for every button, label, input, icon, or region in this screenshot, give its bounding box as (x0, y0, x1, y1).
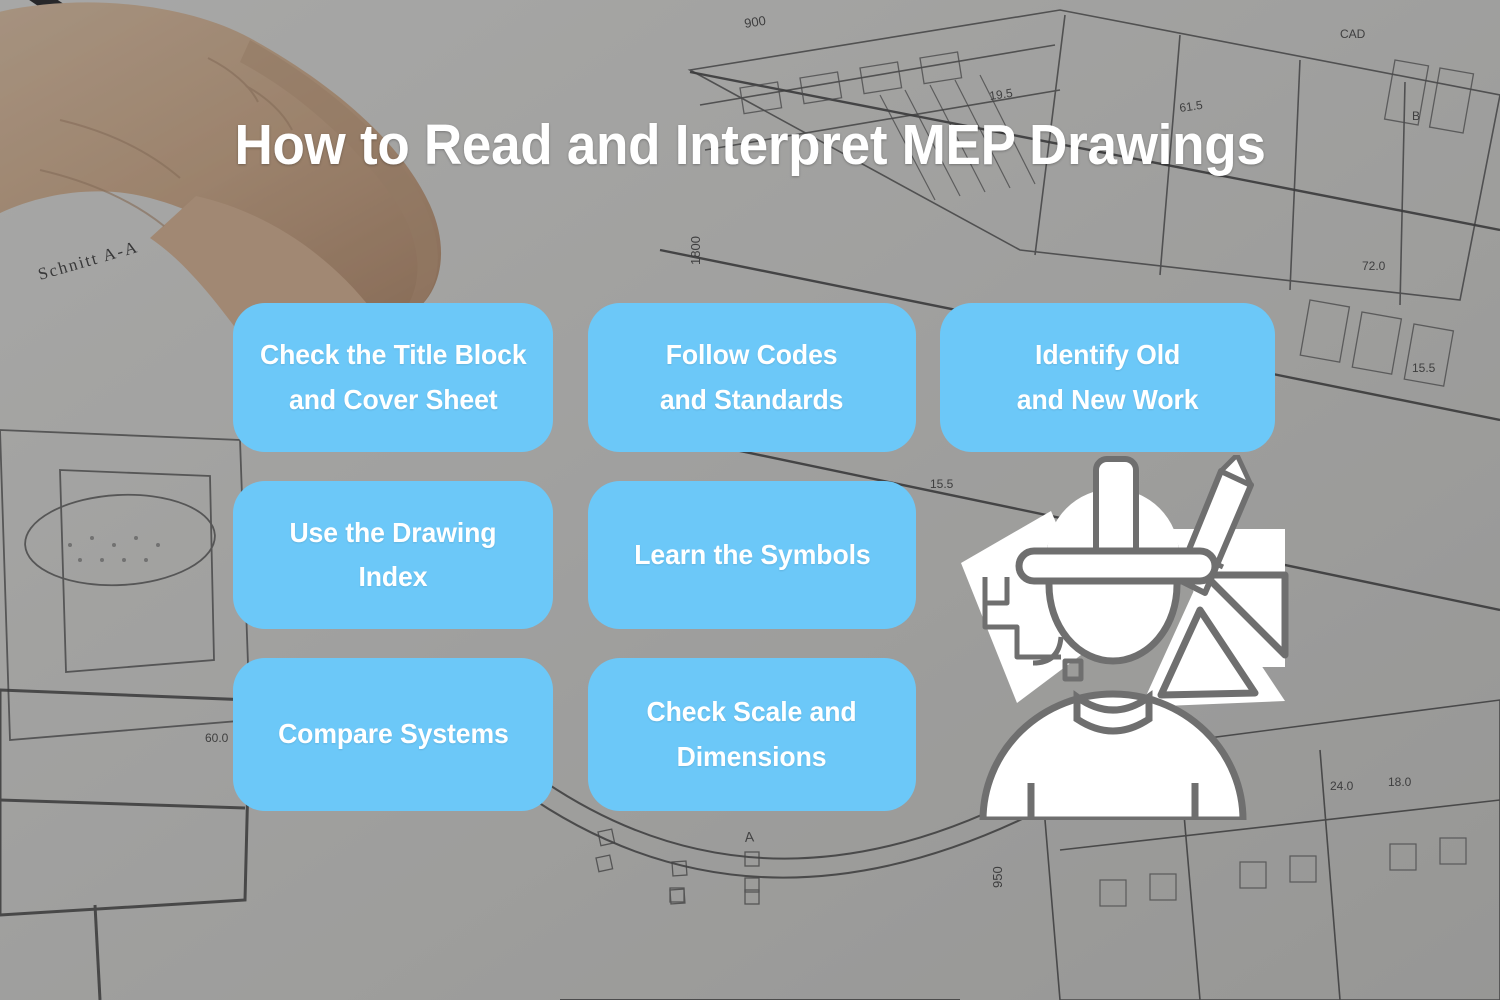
svg-text:900: 900 (743, 13, 767, 31)
svg-text:15.5: 15.5 (930, 477, 954, 491)
card-label: Follow Codes and Standards (660, 339, 844, 415)
card-compare-systems[interactable]: Compare Systems (233, 658, 553, 811)
card-identify-old-new[interactable]: Identify Old and New Work (940, 303, 1275, 452)
steps-card-grid: Check the Title Block and Cover Sheet Fo… (233, 303, 1275, 811)
worker-torso-icon (979, 690, 1247, 820)
card-label: Check Scale and Dimensions (646, 696, 858, 772)
svg-text:72.0: 72.0 (1362, 259, 1386, 273)
card-check-title-block[interactable]: Check the Title Block and Cover Sheet (233, 303, 553, 452)
svg-text:1800: 1800 (688, 236, 703, 265)
hard-hat-icon (1015, 456, 1219, 585)
svg-text:950: 950 (990, 866, 1005, 888)
svg-text:CAD: CAD (1340, 27, 1366, 41)
svg-text:19.5: 19.5 (988, 86, 1013, 103)
card-label: Compare Systems (277, 718, 509, 750)
svg-text:18.0: 18.0 (1388, 775, 1412, 789)
card-use-drawing-index[interactable]: Use the Drawing Index (233, 481, 553, 629)
card-learn-symbols[interactable]: Learn the Symbols (588, 481, 916, 629)
svg-text:60.0: 60.0 (205, 731, 229, 745)
svg-text:24.0: 24.0 (1330, 779, 1354, 793)
card-label: Learn the Symbols (633, 538, 871, 570)
card-label: Use the Drawing Index (289, 516, 497, 592)
page-title: How to Read and Interpret MEP Drawings (234, 113, 1266, 177)
svg-text:B: B (1412, 109, 1420, 123)
svg-text:15.5: 15.5 (1412, 361, 1436, 375)
card-follow-codes[interactable]: Follow Codes and Standards (588, 303, 916, 452)
svg-text:61.5: 61.5 (1178, 98, 1203, 115)
construction-worker-blueprint-icon (955, 455, 1305, 820)
svg-text:A: A (744, 828, 755, 845)
card-label: Identify Old and New Work (1016, 339, 1199, 415)
card-label: Check the Title Block and Cover Sheet (259, 339, 527, 415)
card-check-scale-dimensions[interactable]: Check Scale and Dimensions (588, 658, 916, 811)
